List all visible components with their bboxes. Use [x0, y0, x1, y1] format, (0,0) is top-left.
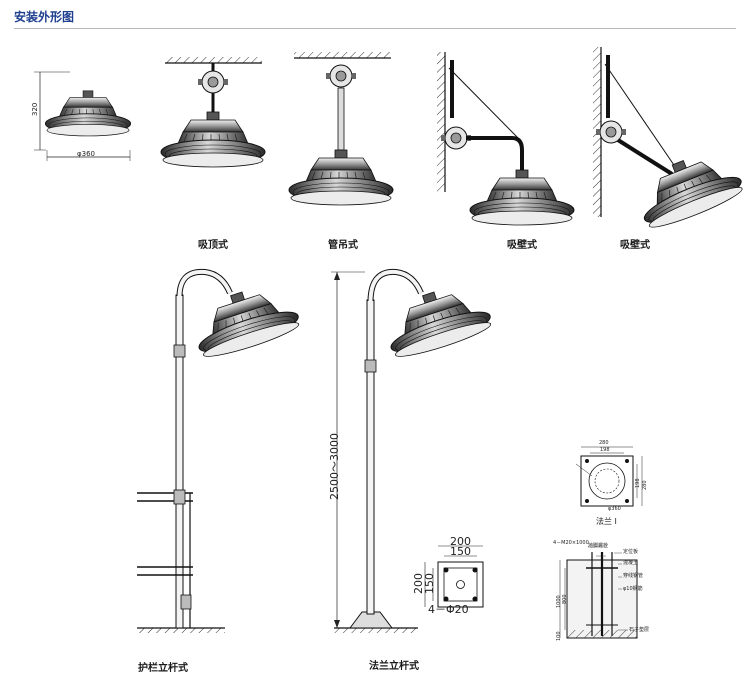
dim-fixture-height: 320: [31, 102, 39, 116]
fixture-flange-pole: [331, 268, 496, 633]
dim-foundation-bolts: 4－M20×1000: [553, 540, 589, 546]
dim-foundation-base: 100: [556, 631, 562, 641]
dim-fixture-diameter: φ360: [77, 150, 95, 158]
foundation-section: [559, 546, 638, 639]
dim-flange-mark: φ360: [608, 506, 621, 512]
caption-wall-mount-b: 吸壁式: [620, 240, 650, 251]
dim-plate-holes: 4－Φ20: [428, 603, 469, 616]
label-conduit: 穿线钢管: [623, 573, 644, 579]
label-concrete: 混凝土: [623, 560, 639, 566]
caption-pipe-pendant: 管吊式: [328, 240, 358, 251]
fixture-wall-mount-b: [593, 47, 748, 234]
caption-wall-mount-a: 吸壁式: [507, 240, 537, 251]
label-positioning-plate: 定位板: [623, 549, 639, 555]
title-divider: [14, 28, 736, 29]
label-foundation-bolt: 地脚螺栓: [588, 543, 609, 549]
dim-plate-outer-width: 200: [450, 535, 471, 548]
base-plate-detail: [424, 545, 484, 608]
fixture-ceiling-mount: [160, 57, 266, 168]
label-gravel: 石子垫层: [629, 627, 650, 633]
dim-flange-inner: 198: [600, 447, 610, 453]
dim-flange-outer: 280: [599, 440, 609, 446]
dim-plate-inner-width: 150: [450, 545, 471, 558]
caption-ceiling-mount: 吸顶式: [198, 240, 228, 251]
dim-plate-inner-height: 150: [423, 573, 436, 594]
dim-pole-height: 2500～3000: [328, 433, 341, 500]
caption-flange-i: 法兰 I: [596, 517, 617, 526]
flange-detail: [575, 446, 643, 507]
dim-flange-side-outer: 280: [642, 480, 648, 490]
dim-foundation-inner: 800: [562, 594, 568, 604]
fixture-pipe-pendant: [288, 52, 394, 206]
fixture-guardrail-pole: [137, 268, 304, 633]
fixture-wall-mount-a: [437, 52, 575, 226]
caption-guardrail-pole: 护栏立杆式: [138, 663, 188, 674]
label-rebar: φ10钢筋: [623, 586, 643, 592]
fixture-dimensioned: [34, 71, 132, 161]
dim-flange-side-inner: 198: [635, 478, 641, 488]
caption-flange-pole: 法兰立杆式: [369, 661, 419, 672]
page-title: 安装外形图: [14, 10, 75, 24]
